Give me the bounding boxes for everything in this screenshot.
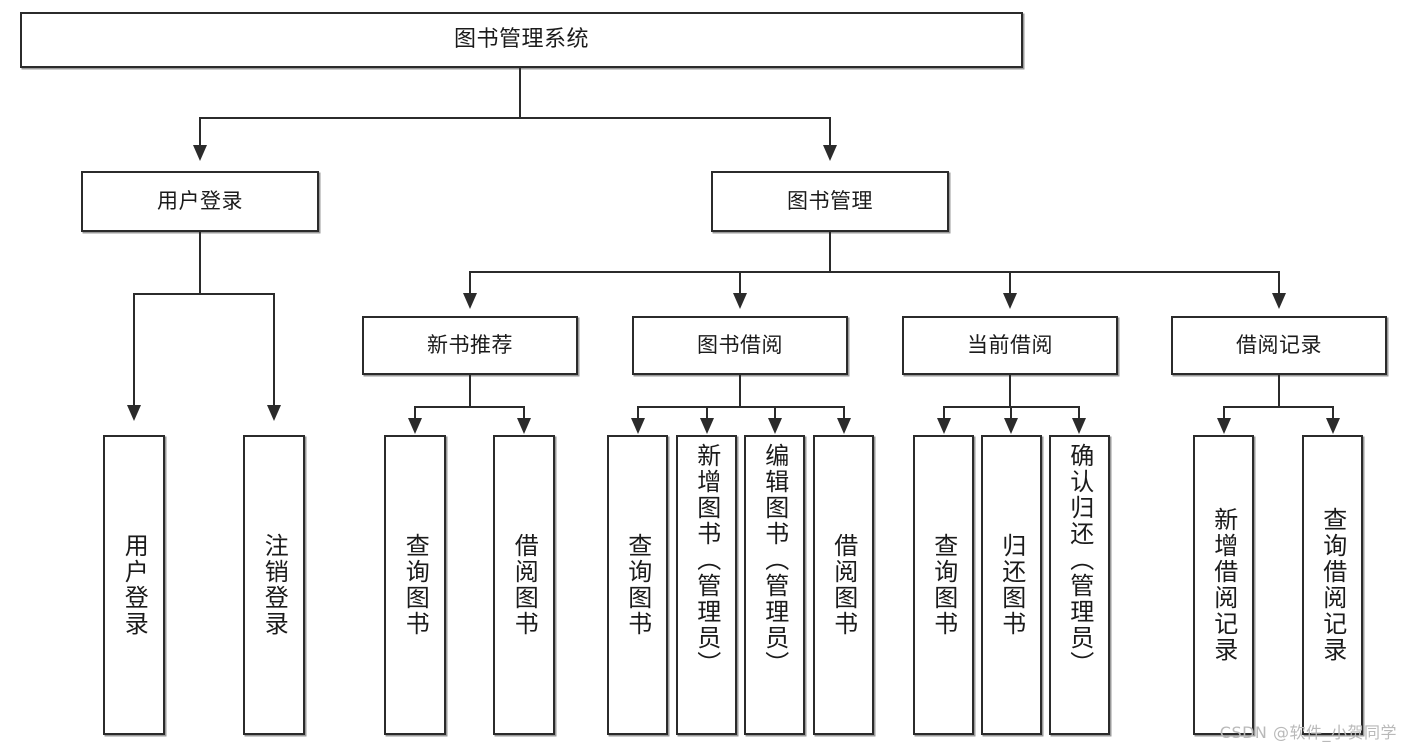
leaf-currentborrow-return-book[interactable]: 归还图书 (981, 435, 1042, 735)
connector-bookborrow-drop-3 (774, 406, 776, 418)
leaf-currentborrow-confirm-return-admin[interactable]: 确认归还（管理员） (1049, 435, 1110, 735)
connector-bookmgmt-drop-4 (1278, 271, 1280, 293)
connector-currentborrow-drop-2 (1010, 406, 1012, 418)
connector-root-stem (519, 68, 521, 117)
node-label: 编辑图书（管理员） (760, 443, 789, 677)
node-label: 查询借阅记录 (1318, 507, 1347, 663)
connector-newbook-bus (414, 406, 524, 408)
arrowhead-bookborrow-leaf-2 (700, 418, 714, 434)
connector-userlogin-drop-2 (273, 293, 275, 405)
arrowhead-bookborrow-leaf-4 (837, 418, 851, 434)
leaf-bookborrow-query-book[interactable]: 查询图书 (607, 435, 668, 735)
node-label: 图书管理 (787, 188, 873, 213)
node-root-system[interactable]: 图书管理系统 (20, 12, 1023, 68)
node-label: 新增借阅记录 (1209, 507, 1238, 663)
leaf-borrowrecord-add-record[interactable]: 新增借阅记录 (1193, 435, 1254, 735)
arrowhead-newbook-leaf-1 (408, 418, 422, 434)
connector-borrowrecord-bus (1223, 406, 1334, 408)
connector-bookmgmt-stem (829, 232, 831, 271)
connector-bookborrow-drop-4 (843, 406, 845, 418)
arrowhead-newbook-leaf-2 (517, 418, 531, 434)
connector-root-drop-right (829, 117, 831, 145)
arrowhead-new-book (463, 293, 477, 309)
connector-bookmgmt-drop-1 (469, 271, 471, 293)
connector-bookborrow-drop-2 (706, 406, 708, 418)
connector-userlogin-stem (199, 232, 201, 293)
node-borrow-record[interactable]: 借阅记录 (1171, 316, 1387, 375)
node-label: 确认归还（管理员） (1065, 443, 1094, 677)
connector-currentborrow-drop-1 (943, 406, 945, 418)
leaf-bookborrow-borrow-book[interactable]: 借阅图书 (813, 435, 874, 735)
leaf-newbook-borrow-book[interactable]: 借阅图书 (493, 435, 555, 735)
connector-newbook-drop-2 (523, 406, 525, 418)
leaf-newbook-query-book[interactable]: 查询图书 (384, 435, 446, 735)
connector-borrowrecord-stem (1278, 375, 1280, 406)
node-book-borrow[interactable]: 图书借阅 (632, 316, 848, 375)
arrowhead-leaf-user-login (127, 405, 141, 421)
leaf-bookborrow-edit-book-admin[interactable]: 编辑图书（管理员） (744, 435, 805, 735)
connector-newbook-stem (469, 375, 471, 406)
node-label: 新书推荐 (427, 332, 513, 357)
node-label: 当前借阅 (967, 332, 1053, 357)
node-book-management[interactable]: 图书管理 (711, 171, 949, 232)
node-label: 用户登录 (157, 188, 243, 213)
connector-userlogin-drop-1 (133, 293, 135, 405)
node-label: 借阅图书 (829, 533, 858, 637)
arrowhead-book-manage (823, 145, 837, 161)
arrowhead-currentborrow-leaf-1 (937, 418, 951, 434)
node-label: 查询图书 (929, 533, 958, 637)
connector-bookborrow-drop-1 (637, 406, 639, 418)
arrowhead-bookborrow-leaf-1 (631, 418, 645, 434)
node-current-borrow[interactable]: 当前借阅 (902, 316, 1118, 375)
arrowhead-borrowrecord-leaf-2 (1326, 418, 1340, 434)
connector-bookborrow-bus (637, 406, 845, 408)
node-new-book-recommend[interactable]: 新书推荐 (362, 316, 578, 375)
arrowhead-bookborrow-leaf-3 (768, 418, 782, 434)
connector-currentborrow-drop-3 (1078, 406, 1080, 418)
node-label: 查询图书 (401, 533, 430, 637)
connector-newbook-drop-1 (414, 406, 416, 418)
connector-borrowrecord-drop-2 (1332, 406, 1334, 418)
node-label: 图书借阅 (697, 332, 783, 357)
arrowhead-borrow-record (1272, 293, 1286, 309)
node-label: 借阅记录 (1236, 332, 1322, 357)
arrowhead-currentborrow-leaf-2 (1004, 418, 1018, 434)
node-user-login[interactable]: 用户登录 (81, 171, 319, 232)
connector-bookmgmt-drop-3 (1009, 271, 1011, 293)
connector-userlogin-bus (133, 293, 275, 295)
node-label: 查询图书 (623, 533, 652, 637)
leaf-currentborrow-query-book[interactable]: 查询图书 (913, 435, 974, 735)
leaf-bookborrow-add-book-admin[interactable]: 新增图书（管理员） (676, 435, 737, 735)
connector-currentborrow-stem (1009, 375, 1011, 406)
connector-bookmgmt-bus (469, 271, 1280, 273)
arrowhead-user-login (193, 145, 207, 161)
node-label: 图书管理系统 (453, 26, 589, 52)
arrowhead-currentborrow-leaf-3 (1072, 418, 1086, 434)
connector-root-drop-left (199, 117, 201, 145)
node-label: 归还图书 (997, 533, 1026, 637)
connector-root-bus (199, 117, 831, 119)
csdn-watermark: CSDN @软件_小贺同学 (1219, 723, 1397, 742)
leaf-user-login[interactable]: 用户登录 (103, 435, 165, 735)
arrowhead-current-borrow (1003, 293, 1017, 309)
leaf-borrowrecord-query-record[interactable]: 查询借阅记录 (1302, 435, 1363, 735)
node-label: 借阅图书 (510, 533, 539, 637)
connector-bookmgmt-drop-2 (739, 271, 741, 293)
arrowhead-leaf-logout (267, 405, 281, 421)
arrowhead-borrowrecord-leaf-1 (1217, 418, 1231, 434)
node-label: 新增图书（管理员） (692, 443, 721, 677)
connector-bookborrow-stem (739, 375, 741, 406)
node-label: 用户登录 (120, 533, 149, 637)
leaf-logout[interactable]: 注销登录 (243, 435, 305, 735)
arrowhead-book-borrow (733, 293, 747, 309)
connector-borrowrecord-drop-1 (1223, 406, 1225, 418)
node-label: 注销登录 (260, 533, 289, 637)
